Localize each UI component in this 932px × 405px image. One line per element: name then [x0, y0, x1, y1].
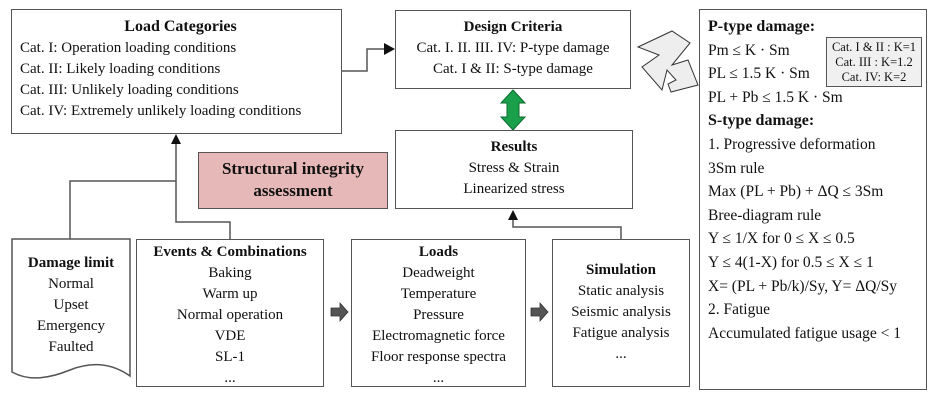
load-category-item: Cat. II: Likely loading conditions — [20, 61, 221, 77]
results-box: Results Stress & Strain Linearized stres… — [395, 130, 633, 209]
k-factor-item: Cat. I & II : K=1 — [831, 40, 917, 54]
damage-limit-item: Normal — [48, 276, 94, 292]
events-item: ... — [224, 370, 236, 386]
k-factor-box: Cat. I & II : K=1 Cat. III : K=1.2 Cat. … — [826, 37, 922, 87]
connector-simulation-to-results — [512, 218, 622, 239]
arrowhead-right-criteria — [384, 43, 395, 55]
arrowhead-up-categories — [171, 134, 181, 144]
loads-item: Temperature — [400, 286, 477, 302]
s-type-rule: 3Sm rule — [708, 159, 765, 177]
results-title: Results — [490, 139, 538, 155]
simulation-item: ... — [615, 346, 627, 362]
s-type-equation: Y ≤ 4(1-X) for 0.5 ≤ X ≤ 1 — [708, 253, 874, 271]
loads-item: Deadweight — [402, 265, 475, 281]
design-criteria-title: Design Criteria — [463, 19, 563, 35]
k-factor-item: Cat. III : K=1.2 — [835, 55, 913, 69]
structural-integrity-line1: Structural integrity — [221, 159, 365, 178]
simulation-box: Simulation Static analysis Seismic analy… — [552, 239, 690, 387]
p-type-equation: Pm ≤ K · Sm — [708, 41, 790, 59]
load-category-item: Cat. III: Unlikely loading conditions — [20, 82, 239, 98]
s-type-equation: Y ≤ 1/X for 0 ≤ X ≤ 0.5 — [708, 230, 855, 248]
structural-integrity-line2: assessment — [253, 181, 333, 200]
damage-limit-item: Faulted — [48, 339, 94, 355]
simulation-item: Static analysis — [577, 283, 665, 299]
design-criteria-item: Cat. I. II. III. IV: P-type damage — [416, 40, 610, 56]
damage-limit-item: Emergency — [36, 318, 106, 334]
structural-integrity-box: Structural integrity assessment — [198, 152, 388, 209]
block-arrow-loads-to-simulation — [530, 301, 549, 323]
connector-events-to-categories — [175, 142, 231, 239]
damage-limit-title: Damage limit — [27, 255, 115, 271]
load-category-item: Cat. IV: Extremely unlikely loading cond… — [20, 103, 302, 119]
events-item: Warm up — [202, 286, 258, 302]
connector-categories-to-criteria — [342, 48, 386, 72]
results-item: Linearized stress — [463, 181, 565, 197]
simulation-title: Simulation — [585, 262, 657, 278]
p-type-title: P-type damage: — [708, 18, 816, 35]
events-item: SL-1 — [215, 349, 245, 365]
simulation-item: Fatigue analysis — [572, 325, 670, 341]
p-type-equation: PL ≤ 1.5 K · Sm — [708, 65, 810, 83]
s-type-rule: Bree-diagram rule — [708, 206, 822, 224]
results-item: Stress & Strain — [468, 160, 560, 176]
zigzag-arrow-icon — [636, 30, 699, 93]
events-combinations-box: Events & Combinations Baking Warm up Nor… — [136, 239, 324, 387]
load-categories-title: Load Categories — [124, 18, 237, 35]
connector-damage-to-categories — [69, 180, 176, 239]
simulation-item: Seismic analysis — [571, 304, 671, 320]
events-item: Baking — [208, 265, 252, 281]
s-type-item: 2. Fatigue — [708, 301, 770, 319]
load-categories-box: Load Categories Cat. I: Operation loadin… — [11, 9, 342, 134]
arrowhead-up-results — [508, 210, 518, 220]
damage-limit-item: Upset — [53, 297, 89, 313]
s-type-item: 1. Progressive deformation — [708, 135, 876, 153]
damage-limit-box: Damage limit Normal Upset Emergency Faul… — [12, 239, 130, 391]
damage-limit-shape — [11, 238, 131, 379]
events-item: Normal operation — [176, 307, 284, 323]
p-type-equation: PL + Pb ≤ 1.5 K · Sm — [708, 88, 843, 106]
load-category-item: Cat. I: Operation loading conditions — [20, 40, 237, 56]
loads-title: Loads — [418, 244, 459, 260]
events-title: Events & Combinations — [153, 244, 307, 260]
loads-item: Electromagnetic force — [372, 328, 505, 344]
events-item: VDE — [214, 328, 246, 344]
block-arrow-events-to-loads — [330, 301, 349, 323]
loads-item: Pressure — [413, 307, 464, 323]
double-arrow-icon — [499, 89, 527, 131]
k-factor-item: Cat. IV: K=2 — [841, 70, 907, 84]
design-criteria-item: Cat. I & II: S-type damage — [433, 61, 593, 77]
s-type-equation: Max (PL + Pb) + ΔQ ≤ 3Sm — [708, 183, 884, 201]
loads-item: ... — [432, 370, 445, 386]
s-type-fatigue: Accumulated fatigue usage < 1 — [708, 324, 901, 342]
design-criteria-box: Design Criteria Cat. I. II. III. IV: P-t… — [395, 10, 631, 89]
s-type-title: S-type damage: — [708, 112, 815, 130]
s-type-equation: X= (PL + Pb/k)/Sy, Y= ΔQ/Sy — [708, 277, 898, 295]
loads-item: Floor response spectra — [371, 349, 506, 365]
loads-box: Loads Deadweight Temperature Pressure El… — [351, 239, 526, 387]
